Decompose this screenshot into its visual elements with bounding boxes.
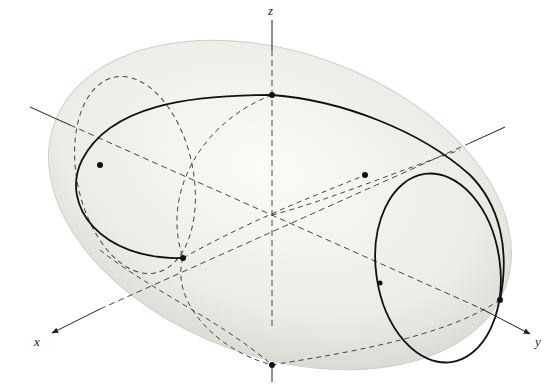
axis-label: z — [266, 3, 275, 18]
axis-points — [97, 92, 503, 368]
axes-hidden — [70, 50, 480, 330]
hidden-curves — [57, 65, 500, 365]
axes — [30, 20, 530, 382]
axis-label: x — [32, 334, 42, 349]
section-curves — [76, 95, 513, 371]
axis-label: y — [533, 334, 543, 349]
